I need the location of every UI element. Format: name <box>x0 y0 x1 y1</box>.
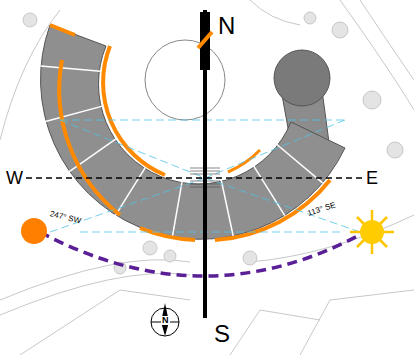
divider-line <box>45 106 103 122</box>
divider-line <box>253 165 285 216</box>
glazing-edge <box>198 32 212 48</box>
rising-sun <box>350 210 394 254</box>
glazing-edge <box>228 150 260 172</box>
divider-line <box>69 137 118 171</box>
divider-line <box>221 178 233 237</box>
courtyard <box>145 40 225 120</box>
divider-line <box>41 66 101 71</box>
compass-letter: N <box>218 14 235 38</box>
trees <box>23 12 403 274</box>
setting-sun <box>21 218 47 244</box>
azimuth-label: 113° SE <box>307 201 337 218</box>
compass-letter: W <box>6 169 23 187</box>
divider-line <box>115 165 147 216</box>
glazing-edge <box>59 60 120 215</box>
azimuth-label: 247° SW <box>49 210 82 225</box>
building <box>41 25 345 239</box>
east-west-axis <box>26 177 364 179</box>
compass-letter: S <box>214 322 230 346</box>
glazing-edge <box>103 46 165 175</box>
compass-letter: E <box>366 169 378 187</box>
divider-line <box>277 144 323 183</box>
glazing-edge <box>140 228 195 240</box>
north-arrow-letter: N <box>161 316 170 325</box>
glazing-edge <box>50 25 75 35</box>
north-arrow <box>151 303 179 336</box>
rising-sun <box>360 220 384 244</box>
sun-path <box>40 232 365 276</box>
